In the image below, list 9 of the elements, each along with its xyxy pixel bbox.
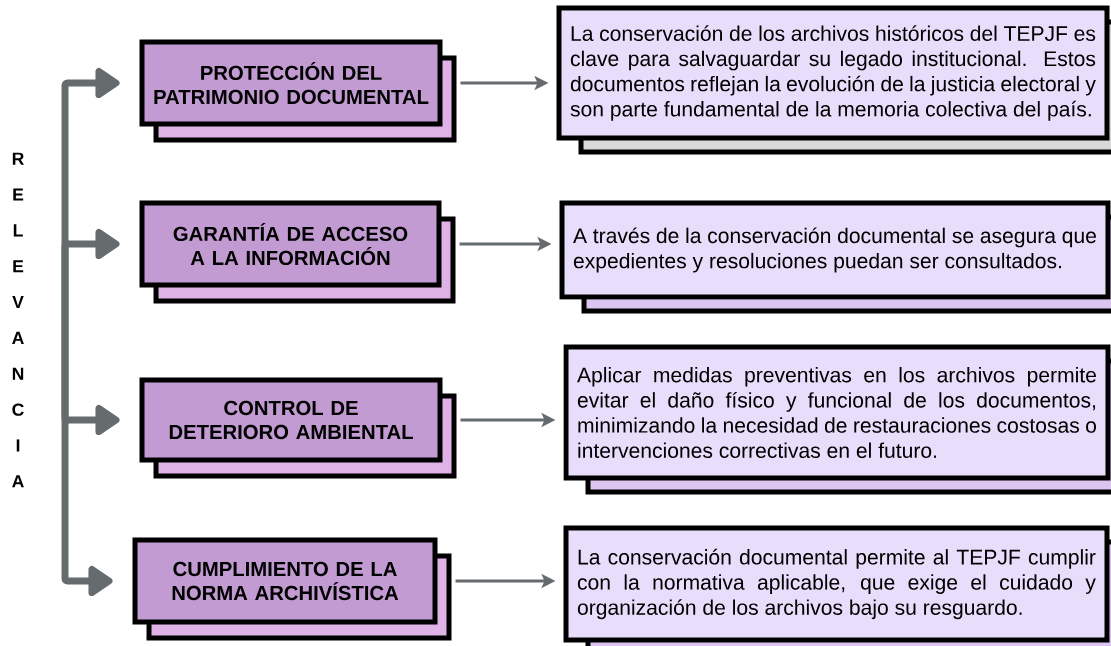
- category-box: PROTECCIÓN DEL PATRIMONIO DOCUMENTAL: [139, 39, 457, 143]
- description-box: La conservación de los archivos históricos del TEPJF es clave para salvaguardar su legado institucional. Estos documentos reflejan la evolución de la justicia electoral y son parte fundamental de la memoria colectiva del país.: [556, 5, 1111, 155]
- category-box: GARANTÍA DE ACCESO A LA INFORMACIÓN: [139, 200, 456, 304]
- category-box: CUMPLIMIENTO DE LA NORMA ARCHIVÍSTICA: [132, 537, 452, 641]
- description-box: Aplicar medidas preventivas en los archivos permite evitar el daño físico y funcional de los documentos, minimizando la necesidad de restauraciones costosas o intervenciones correctivas en el futuro.: [563, 344, 1111, 495]
- vertical-title: RELEVANCIA: [12, 152, 24, 488]
- category-box: CONTROL DE DETERIORO AMBIENTAL: [139, 377, 457, 479]
- description-box: A través de la conservación documental se asegura que expedientes y resoluciones puedan ser consultados.: [559, 200, 1111, 314]
- description-box: La conservación documental permite al TEPJF cumplir con la normativa aplicable, que exige el cuidado y organización de los archivos bajo su resguardo.: [563, 525, 1111, 646]
